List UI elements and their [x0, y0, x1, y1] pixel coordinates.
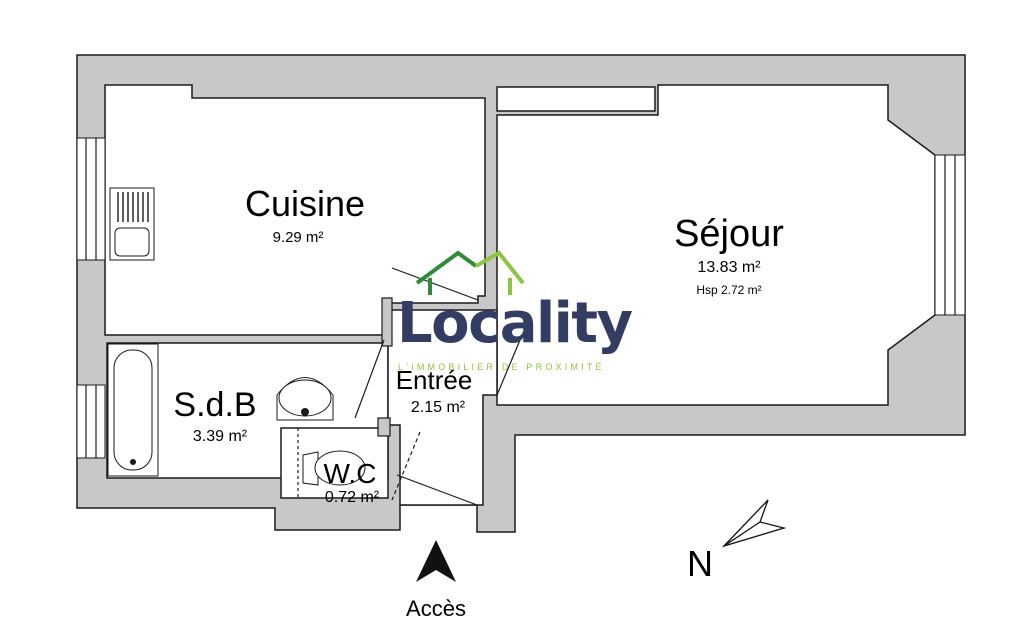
sejour-hsp: Hsp 2.72 m² — [696, 283, 761, 297]
sdb-name: S.d.B — [173, 386, 256, 424]
window-right — [934, 154, 966, 316]
access-label: Accès — [406, 596, 466, 621]
kitchen-sink — [109, 187, 155, 261]
window-left-bottom — [76, 384, 106, 459]
closet — [496, 86, 656, 112]
wc-area: 0.72 m² — [325, 489, 380, 506]
toilet — [297, 428, 366, 498]
sdb-area: 3.39 m² — [193, 428, 248, 445]
sejour-area: 13.83 m² — [697, 259, 761, 276]
entree-area: 2.15 m² — [411, 399, 466, 416]
logo: Locality L'IMMOBILIER DE PROXIMITÉ — [397, 250, 633, 372]
north-label: N — [687, 543, 713, 584]
logo-name: Locality — [397, 291, 633, 356]
bathtub — [107, 343, 159, 477]
cuisine-area: 9.29 m² — [273, 229, 324, 246]
window-left-top — [76, 137, 106, 261]
sejour-name: Séjour — [674, 213, 784, 255]
entree-name: Entrée — [396, 365, 473, 395]
partition — [377, 417, 391, 437]
room-cuisine — [104, 84, 486, 336]
access-arrow-icon — [416, 540, 456, 582]
logo-tagline: L'IMMOBILIER DE PROXIMITÉ — [398, 362, 605, 372]
room-entree — [387, 309, 498, 506]
partition — [381, 297, 393, 347]
cuisine-name: Cuisine — [245, 183, 365, 224]
door-swings — [354, 267, 521, 506]
north-arrow-icon — [721, 499, 787, 548]
washbasin — [276, 377, 334, 421]
wc-name: W.C — [324, 458, 377, 489]
